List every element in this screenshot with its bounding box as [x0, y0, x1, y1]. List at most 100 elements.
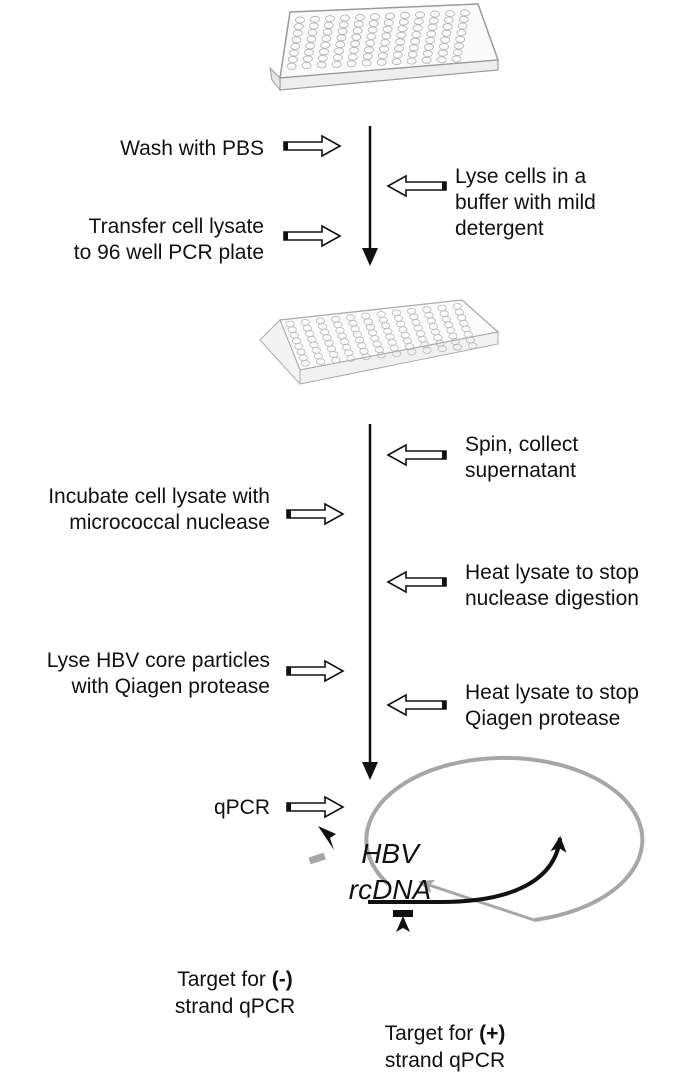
minus-target-sign: (-) [271, 968, 293, 991]
plate-well [307, 28, 318, 36]
plate-well [376, 58, 387, 66]
plate-well [442, 23, 453, 31]
block-arrow-tail-transfer [284, 232, 288, 240]
step-spin-line-2: supernatant [465, 459, 576, 482]
block-arrow-tail-qpcr [287, 803, 291, 811]
plate-well [430, 10, 440, 18]
block-arrow-tail-wash [284, 142, 288, 150]
plate-well [413, 17, 424, 25]
step-heat-nuclease: Heat lysate to stop nuclease digestion [465, 560, 680, 612]
pcr-plate-top-icon [269, 3, 500, 92]
plate-well [411, 31, 422, 39]
plate-well [422, 347, 432, 354]
block-arrow-lyse-cells-icon [386, 174, 447, 198]
step-lyse-hbv-line-2: with Qiagen protease [71, 675, 270, 698]
plate-well [347, 53, 358, 61]
step-heat-protease: Heat lysate to stop Qiagen protease [465, 680, 680, 732]
circle-label-line-2: rcDNA [348, 874, 432, 905]
plate-well [355, 13, 365, 21]
plate-well [295, 16, 305, 24]
plate-well [302, 55, 313, 63]
plus-target-line-2: strand qPCR [384, 1049, 506, 1072]
step-incubate-line-2: micrococcal nuclease [69, 511, 270, 534]
step-lyse-hbv-line-1: Lyse HBV core particles [46, 649, 270, 672]
plate-well [321, 35, 332, 43]
step-qpcr-text: qPCR [213, 796, 270, 819]
plate-well [325, 15, 335, 23]
plate-well [361, 353, 371, 361]
plate-well [322, 28, 333, 36]
plate-well [410, 37, 421, 45]
plate-well [391, 58, 402, 66]
step-transfer-line-2: to 96 well PCR plate [73, 241, 264, 264]
plate-well [331, 356, 341, 364]
plate-well [456, 29, 467, 37]
plate-well [310, 15, 320, 23]
plate-well [427, 23, 438, 31]
plate-well [292, 29, 303, 37]
plate-well [426, 30, 437, 38]
plate-well [293, 23, 304, 31]
block-arrow-qpcr-icon [286, 795, 345, 819]
plate-well [458, 15, 469, 23]
plate-well [439, 43, 449, 51]
plate-well [362, 52, 373, 60]
plate-well [383, 19, 394, 27]
plate-well [306, 35, 317, 43]
step-lyse-cells-line-1: Lyse cells in a [455, 165, 587, 188]
plate-well [290, 42, 301, 50]
block-arrow-tail-spin [442, 451, 446, 459]
pcr-plate-middle-icon [259, 299, 500, 386]
plate-well [361, 59, 372, 67]
block-arrow-heat-nuclease-icon [386, 570, 447, 594]
block-arrow-wash-icon [283, 134, 342, 158]
plate-well [323, 21, 334, 29]
step-heat-protease-line-1: Heat lysate to stop [465, 681, 639, 704]
plate-well [452, 343, 462, 351]
plus-target-arrowhead-icon [396, 916, 410, 932]
plate-well [385, 12, 395, 20]
circle-label-line-1: HBV [361, 838, 419, 869]
plate-well [366, 33, 377, 41]
step-heat-protease-line-2: Qiagen protease [465, 707, 621, 730]
plate-well [380, 39, 391, 47]
plus-strand-arrow [368, 836, 567, 904]
plate-well [381, 32, 392, 40]
step-lyse-hbv: Lyse HBV core particles with Qiagen prot… [0, 648, 270, 700]
step-transfer: Transfer cell lysate to 96 well PCR plat… [20, 214, 264, 266]
plate-well [287, 56, 298, 64]
plate-well [376, 351, 386, 359]
step-lyse-cells: Lyse cells in a buffer with mild deterge… [455, 164, 675, 242]
plate-well [289, 49, 299, 57]
minus-target-arrowhead-icon [318, 826, 336, 850]
plate-well [398, 18, 409, 26]
plate-well [391, 350, 402, 357]
plate-well [425, 37, 436, 45]
plate-well [317, 54, 328, 62]
step-wash: Wash with PBS [40, 136, 264, 162]
plate-well [422, 50, 433, 58]
plate-well [320, 41, 331, 49]
plate-well [441, 29, 452, 37]
plate-well [445, 9, 455, 17]
plate-well [338, 21, 349, 29]
plate-well [315, 358, 326, 365]
plus-target-marker [393, 910, 413, 917]
plate-well [437, 345, 447, 353]
plate-well [452, 48, 463, 56]
plate-well [352, 27, 363, 35]
plate-well [460, 9, 470, 17]
plate-well [331, 60, 342, 68]
plus-target-label: Target for (+) strand qPCR [360, 1020, 530, 1074]
plate-well [332, 54, 343, 62]
block-arrow-tail-incubate [287, 510, 291, 518]
plate-well [367, 26, 378, 34]
block-arrow-transfer-icon [283, 224, 342, 248]
step-transfer-line-1: Transfer cell lysate [88, 215, 264, 238]
plus-target-sign: (+) [479, 1022, 506, 1045]
plate-well [443, 16, 454, 24]
minus-target-label: Target for (-) strand qPCR [150, 966, 320, 1020]
plate-well [457, 22, 468, 30]
plate-well [377, 52, 388, 60]
